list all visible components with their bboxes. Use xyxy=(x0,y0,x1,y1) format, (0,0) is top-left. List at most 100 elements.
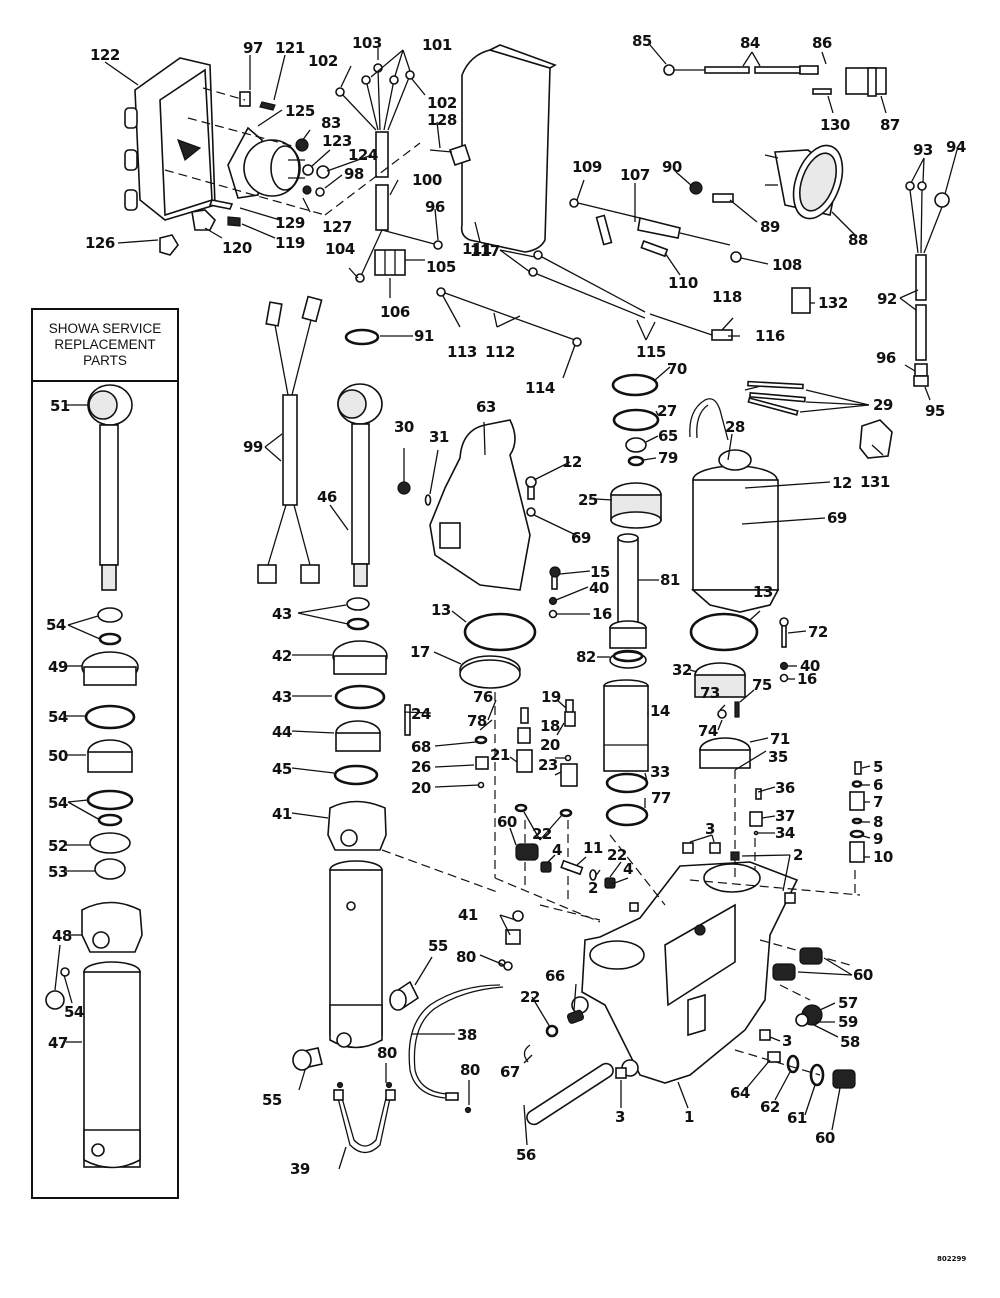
callout: 26 xyxy=(411,758,431,776)
callout: 14 xyxy=(650,702,670,720)
callout: 71 xyxy=(770,730,790,748)
callout: 63 xyxy=(476,398,496,416)
callout: 15 xyxy=(590,563,610,581)
o-rings-13 xyxy=(463,612,759,652)
rod-81 xyxy=(609,533,647,649)
callout: 3 xyxy=(705,820,715,838)
bushings-55 xyxy=(292,980,420,1071)
callout: 19 xyxy=(541,688,561,706)
clamp-91 xyxy=(344,328,380,346)
reservoir-14 xyxy=(603,679,649,772)
callout: 126 xyxy=(85,234,115,252)
callout: 96 xyxy=(876,349,896,367)
callout: 128 xyxy=(427,111,457,129)
small-hardware-top xyxy=(159,91,330,256)
callout: 125 xyxy=(285,102,315,120)
callout: 130 xyxy=(820,116,850,134)
callout: 107 xyxy=(620,166,650,184)
wire-harness-92 xyxy=(905,181,950,387)
callout: 129 xyxy=(275,214,305,232)
callout: 65 xyxy=(658,427,678,445)
callout: 70 xyxy=(667,360,687,378)
leader-lines xyxy=(54,44,958,1170)
callout: 54 xyxy=(48,708,68,726)
callout: 47 xyxy=(48,1034,68,1052)
callout: 102 xyxy=(308,52,338,70)
callout: 84 xyxy=(740,34,760,52)
callout: 93 xyxy=(913,141,933,159)
callout: 79 xyxy=(658,449,678,467)
plate-17 xyxy=(459,655,521,689)
wire-99 xyxy=(257,295,323,584)
callout: 28 xyxy=(725,418,745,436)
trim-rod-51 xyxy=(87,384,133,591)
callout: 27 xyxy=(657,402,677,420)
callout: 24 xyxy=(411,705,431,723)
callout-labels: 122 97 121 102 103 101 102 128 125 83 12… xyxy=(46,32,966,1178)
pump-seals-70-27-65-79 xyxy=(611,373,660,467)
callout: 2 xyxy=(793,846,803,864)
showa-title-line: REPLACEMENT xyxy=(54,337,156,352)
callout: 3 xyxy=(615,1108,625,1126)
trim-rod-46 xyxy=(337,383,383,587)
showa-service-replacement-parts-box: SHOWA SERVICE REPLACEMENT PARTS xyxy=(31,308,179,1199)
callout: 52 xyxy=(48,837,68,855)
callout: 38 xyxy=(457,1026,477,1044)
callout: 80 xyxy=(377,1044,397,1062)
callout: 131 xyxy=(860,473,890,491)
callout: 114 xyxy=(525,379,555,397)
connectors-29-131 xyxy=(744,380,893,459)
callout: 40 xyxy=(589,579,609,597)
callout: 83 xyxy=(321,114,341,132)
screws-15-40-16 xyxy=(548,566,789,683)
callout: 53 xyxy=(48,863,68,881)
sender-wire-84 xyxy=(663,64,887,97)
callout: 80 xyxy=(460,1061,480,1079)
callout: 56 xyxy=(516,1146,536,1164)
callout: 103 xyxy=(352,34,382,52)
callout: 54 xyxy=(48,794,68,812)
callout: 86 xyxy=(812,34,832,52)
callout: 60 xyxy=(853,966,873,984)
callout: 22 xyxy=(532,825,552,843)
callout: 72 xyxy=(808,623,828,641)
callout: 58 xyxy=(840,1033,860,1051)
connector-132 xyxy=(791,287,811,314)
callout: 122 xyxy=(90,46,120,64)
callout: 104 xyxy=(325,240,355,258)
callout: 87 xyxy=(880,116,900,134)
bleed-screw-30-31 xyxy=(397,481,432,506)
callout: 4 xyxy=(552,841,562,859)
relay-housing-122 xyxy=(124,57,216,221)
callout: 111 xyxy=(462,240,492,258)
callout: 99 xyxy=(243,438,263,456)
callout: 50 xyxy=(48,747,68,765)
callout: 43 xyxy=(272,688,292,706)
callout: 100 xyxy=(412,171,442,189)
callout: 49 xyxy=(48,658,68,676)
callout: 22 xyxy=(607,846,627,864)
wire-harness-100 xyxy=(335,63,443,283)
callout: 74 xyxy=(698,722,718,740)
callout: 8 xyxy=(873,813,883,831)
callout: 20 xyxy=(411,779,431,797)
callout: 81 xyxy=(660,571,680,589)
callout: 34 xyxy=(775,824,795,842)
callout: 23 xyxy=(538,756,558,774)
showa-box-title: SHOWA SERVICE REPLACEMENT PARTS xyxy=(33,310,177,382)
callout: 123 xyxy=(322,132,352,150)
callout: 105 xyxy=(426,258,456,276)
callout: 55 xyxy=(262,1091,282,1109)
cylinder-41-body xyxy=(327,800,501,1049)
callout: 57 xyxy=(838,994,858,1012)
callout: 66 xyxy=(545,967,565,985)
callout: 73 xyxy=(700,684,720,702)
callout: 43 xyxy=(272,605,292,623)
callout: 68 xyxy=(411,738,431,756)
callout: 42 xyxy=(272,647,292,665)
callout: 67 xyxy=(500,1063,520,1081)
callout: 11 xyxy=(583,839,603,857)
callout: 45 xyxy=(272,760,292,778)
callout: 82 xyxy=(576,648,596,666)
